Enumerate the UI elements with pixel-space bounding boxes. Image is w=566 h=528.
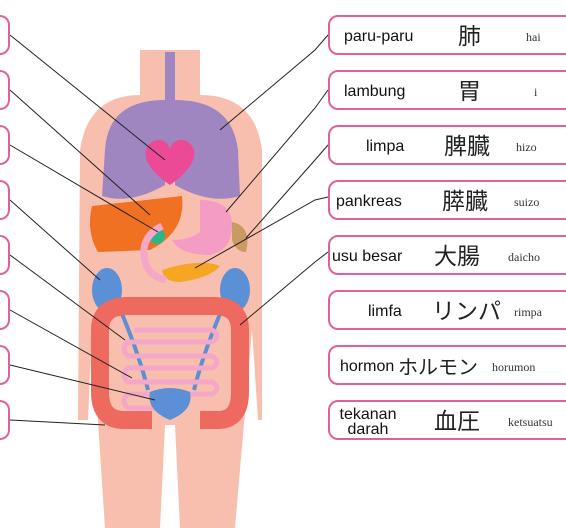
left-label-box-1 [0,15,10,55]
label-indonesian: pankreas [336,182,402,222]
label-kanji: 脾臓 [444,127,490,167]
leader-line-left-8 [10,420,105,425]
label-box-lymph: limfa リンパ rimpa [328,290,566,330]
label-indonesian: lambung [344,72,405,112]
left-label-box-2 [0,70,10,110]
left-label-box-7 [0,345,10,385]
label-kanji: 血圧 [434,402,480,442]
label-box-hormone: hormon ホルモン horumon [328,345,566,385]
label-kanji: 肺 [458,17,481,57]
label-box-stomach: lambung 胃 i [328,70,566,110]
label-romaji: ketsuatsu [508,402,553,442]
label-romaji: i [534,72,537,112]
label-indonesian: limfa [368,292,402,332]
label-indonesian: paru-paru [344,17,413,57]
label-indonesian: hormon [340,347,394,387]
label-kanji: 大腸 [434,237,480,277]
arm-gap-right [262,155,270,425]
label-box-pancreas: pankreas 膵臓 suizo [328,180,566,220]
label-kanji: 膵臓 [442,182,488,222]
left-label-box-4 [0,180,10,220]
trachea [165,52,175,152]
label-kanji: リンパ [432,292,501,332]
label-indonesian: limpa [366,127,404,167]
left-label-box-5 [0,235,10,275]
label-kanji: 胃 [458,72,481,112]
label-romaji: daicho [508,237,540,277]
label-romaji: rimpa [514,292,542,332]
label-romaji: suizo [514,182,539,222]
label-indonesian-line2: darah [348,421,389,438]
label-romaji: hai [526,17,541,57]
label-box-lungs: paru-paru 肺 hai [328,15,566,55]
left-label-box-8 [0,400,10,440]
left-label-box-6 [0,290,10,330]
label-kanji: ホルモン [398,347,478,387]
label-romaji: hizo [516,127,537,167]
leader-line-lungs [220,35,328,130]
label-box-spleen: limpa 脾臓 hizo [328,125,566,165]
label-indonesian: usu besar [332,237,402,277]
label-box-large-intestine: usu besar 大腸 daicho [328,235,566,275]
label-romaji: horumon [492,347,535,387]
left-label-box-3 [0,125,10,165]
arm-gap-left [70,155,78,425]
